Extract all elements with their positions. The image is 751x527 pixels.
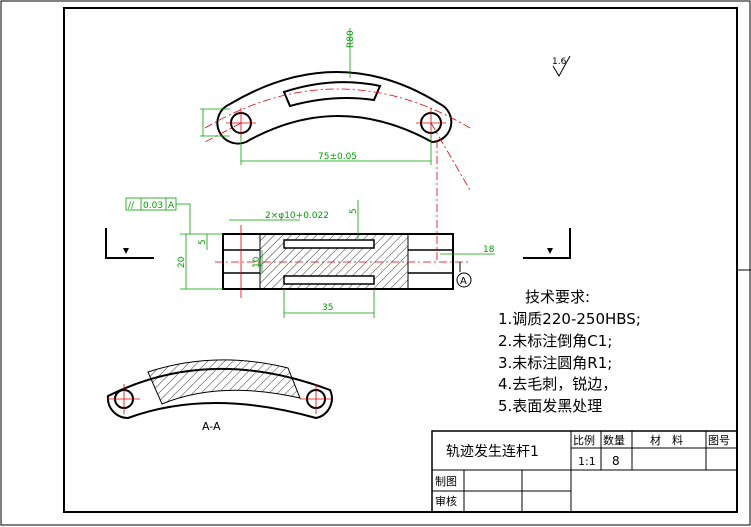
scale-value: 1:1	[578, 455, 596, 468]
section-cut-marks	[105, 228, 571, 259]
surface-finish-value: 1.6	[552, 57, 567, 67]
svg-text:0.03: 0.03	[143, 201, 163, 211]
drawing-no-label: 图号	[708, 434, 730, 447]
front-view: 20 5 10 2×φ10+0.022 5 18 35 // 0.03 A A	[125, 197, 495, 318]
dim-length-bottom: 35	[322, 303, 333, 313]
dim-height-total: 20	[177, 256, 187, 268]
tech-req-title: 技术要求:	[525, 288, 590, 306]
quantity-value: 8	[612, 454, 620, 468]
top-view: R80 75±0.05	[200, 28, 471, 260]
geometric-tolerance-frame: // 0.03 A	[125, 197, 191, 234]
scale-label: 比例	[573, 433, 595, 447]
dim-thickness-small: 5	[198, 239, 208, 245]
tech-req-item: 5.表面发黑处理	[498, 397, 602, 415]
material-label: 材 料	[650, 433, 683, 447]
svg-text:A: A	[168, 201, 175, 211]
checked-label: 审核	[435, 494, 457, 508]
svg-text://: //	[128, 201, 135, 211]
dim-height-mid: 10	[252, 256, 262, 268]
drawing-frame	[63, 7, 738, 513]
title-block: 轨迹发生连杆1 比例 1:1 数量 8 材 料 图号 制图 审核	[431, 430, 738, 513]
datum-label: A	[460, 276, 467, 287]
dim-width-right: 18	[483, 245, 495, 255]
technical-requirements: 技术要求: 1.调质220-250HBS; 2.未标注倒角C1; 3.未标注圆角…	[498, 288, 641, 415]
datum-symbol: A	[456, 262, 472, 288]
section-view: A-A	[106, 359, 333, 433]
dim-hole-spec: 2×φ10+0.022	[265, 211, 329, 221]
dim-slot-width: 5	[349, 208, 359, 214]
drawn-label: 制图	[435, 475, 457, 488]
tech-req-item: 3.未标注圆角R1;	[498, 354, 612, 372]
surface-finish-symbol: 1.6	[552, 55, 571, 78]
tech-req-item: 1.调质220-250HBS;	[498, 310, 641, 328]
tech-req-item: 2.未标注倒角C1;	[498, 332, 612, 350]
part-name: 轨迹发生连杆1	[446, 444, 539, 460]
tech-req-item: 4.去毛刺，锐边，	[498, 375, 617, 393]
quantity-label: 数量	[603, 434, 625, 447]
dim-center-distance: 75±0.05	[318, 152, 357, 162]
dim-radius: R80	[346, 30, 356, 48]
section-label: A-A	[202, 420, 221, 433]
